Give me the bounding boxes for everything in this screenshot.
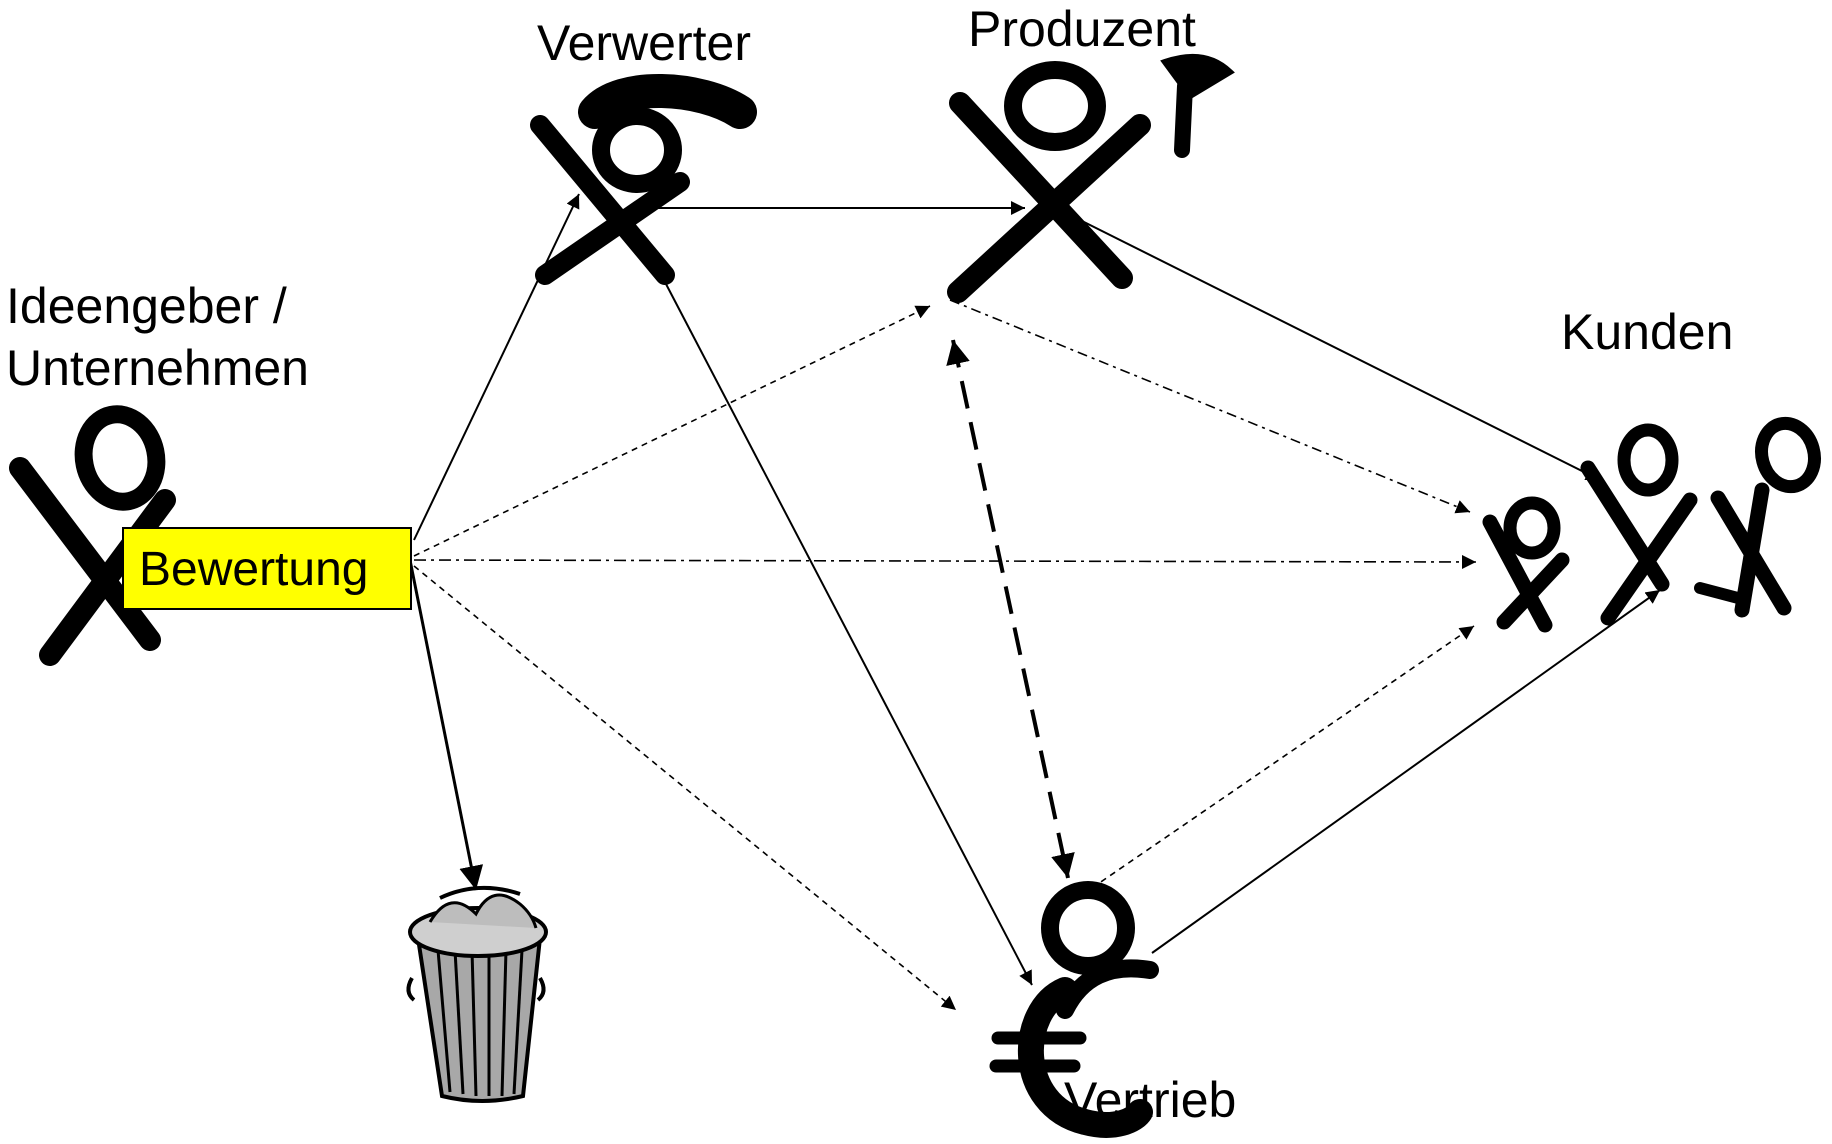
edge-bewertung-kunden — [413, 554, 1477, 569]
ideengeber-label: Ideengeber / Unternehmen — [6, 275, 309, 399]
bewertung-box — [122, 527, 412, 610]
ideengeber-label-line2: Unternehmen — [6, 340, 309, 396]
verwerter-label: Verwerter — [537, 15, 751, 71]
edge-vertrieb-kunden-dotted — [1091, 625, 1475, 889]
edge-produzent-vertrieb — [946, 339, 1075, 879]
edge-verwerter-vertrieb — [665, 283, 1033, 986]
edge-bewertung-produzent — [413, 305, 931, 557]
stick-figure-icon — [530, 74, 757, 285]
edge-bewertung-vertrieb — [413, 565, 957, 1011]
stick-figure-icon — [1694, 416, 1821, 618]
stick-figure-icon — [9, 405, 176, 666]
trash-can-icon — [406, 885, 548, 1103]
vertrieb-label: Vertrieb — [1064, 1072, 1237, 1128]
edge-bewertung-trash — [408, 559, 484, 891]
kunden-label: Kunden — [1561, 304, 1734, 360]
edge-produzent-kunden-dashdot — [949, 299, 1471, 514]
edge-produzent-kunden — [1059, 209, 1601, 481]
customer-figures — [1482, 416, 1821, 633]
bewertung-label: Bewertung — [139, 543, 369, 596]
euro-icon — [989, 881, 1159, 1138]
edges — [408, 193, 1661, 1011]
edge-bewertung-verwerter — [413, 193, 580, 541]
stick-figure-icon — [947, 53, 1235, 303]
produzent-label: Produzent — [968, 1, 1196, 57]
stick-figure-icon — [1580, 423, 1698, 626]
stick-figure-icon — [1482, 496, 1570, 633]
ideengeber-label-line1: Ideengeber / — [6, 278, 287, 334]
edge-vertrieb-kunden — [1151, 589, 1661, 954]
